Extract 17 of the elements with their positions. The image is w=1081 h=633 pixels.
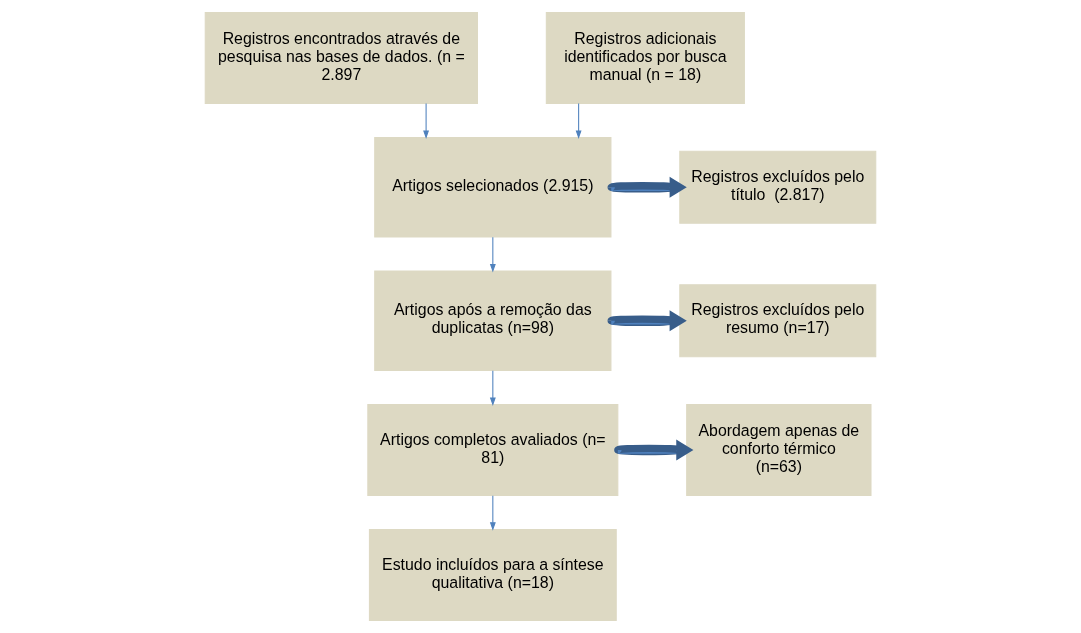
arrow bbox=[489, 370, 496, 406]
arrow bbox=[489, 236, 496, 273]
node-box: Artigos selecionados (2.915) bbox=[374, 136, 612, 238]
node-box: Registros adicionais identificados por busca manual (n = 18) bbox=[545, 11, 745, 105]
arrow bbox=[489, 495, 496, 531]
node-box: Artigos completos avaliados (n= 81) bbox=[367, 403, 619, 497]
node-box: Artigos após a remoção das duplicatas (n=98) bbox=[374, 270, 612, 372]
arrow bbox=[610, 310, 687, 332]
arrow bbox=[575, 103, 582, 139]
arrow bbox=[610, 176, 687, 198]
node-box: Registros excluídos pelo título (2.817) bbox=[679, 150, 877, 224]
node-box: Registros excluídos pelo resumo (n=17) bbox=[679, 284, 877, 358]
node-box: Estudo incluídos para a síntese qualitativa (n=18) bbox=[368, 528, 617, 622]
arrow bbox=[617, 439, 694, 461]
node-box: Registros encontrados através de pesquisa nas bases de dados. (n = 2.897 bbox=[204, 11, 478, 105]
arrow bbox=[423, 103, 430, 139]
node-box: Abordagem apenas de conforto térmico (n=63) bbox=[686, 403, 872, 497]
